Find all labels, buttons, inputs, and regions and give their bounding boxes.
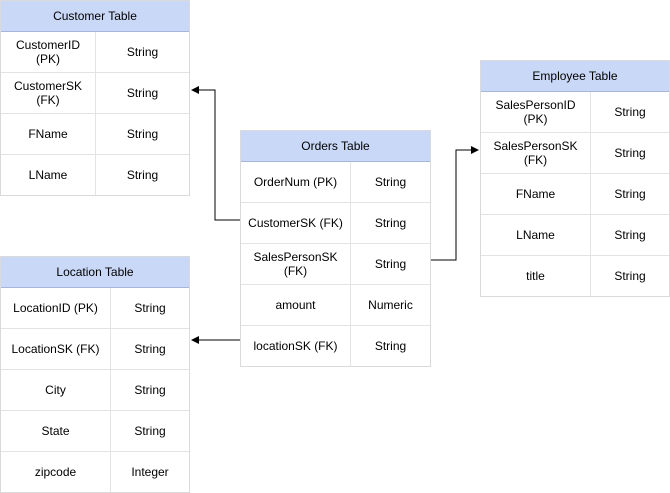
table-row: SalesPersonID (PK) String xyxy=(481,92,669,133)
field-type: String xyxy=(126,127,159,141)
table-row: amount Numeric xyxy=(241,285,430,326)
field-type: String xyxy=(614,146,646,160)
table-row: CustomerSK (FK) String xyxy=(1,73,189,114)
field-name: SalesPersonSK (FK) xyxy=(481,133,591,173)
field-type: String xyxy=(374,175,407,189)
field-type: String xyxy=(126,168,159,182)
field-type: String xyxy=(126,45,159,59)
table-row: LocationSK (FK) String xyxy=(1,329,189,370)
orders-table: Orders Table OrderNum (PK) String Custom… xyxy=(240,130,431,367)
field-name: FName xyxy=(1,114,96,154)
table-row: zipcode Integer xyxy=(1,452,189,492)
field-type: Numeric xyxy=(368,298,413,312)
field-name: FName xyxy=(481,174,591,214)
field-name: zipcode xyxy=(1,452,111,492)
field-name: LocationSK (FK) xyxy=(1,329,111,369)
field-type: String xyxy=(614,187,646,201)
field-type: String xyxy=(614,228,646,242)
location-table: Location Table LocationID (PK) String Lo… xyxy=(0,256,190,493)
connector-orders-to-customer xyxy=(191,86,240,221)
table-row: LName String xyxy=(1,155,189,195)
field-name: SalesPersonSK (FK) xyxy=(241,244,351,284)
field-name: LName xyxy=(1,155,96,195)
table-row: FName String xyxy=(481,174,669,215)
table-row: title String xyxy=(481,256,669,296)
field-name: CustomerID (PK) xyxy=(1,32,96,72)
table-row: LocationID (PK) String xyxy=(1,288,189,329)
field-type: String xyxy=(614,105,646,119)
location-table-title: Location Table xyxy=(1,257,189,288)
field-type: String xyxy=(374,339,407,353)
field-type: String xyxy=(134,424,166,438)
table-row: State String xyxy=(1,411,189,452)
field-name: amount xyxy=(241,285,351,325)
field-name: locationSK (FK) xyxy=(241,326,351,366)
customer-table-title: Customer Table xyxy=(1,1,189,32)
field-type: String xyxy=(614,269,646,283)
employee-table-title: Employee Table xyxy=(481,61,669,92)
field-type: String xyxy=(374,216,407,230)
table-row: OrderNum (PK) String xyxy=(241,162,430,203)
field-type: String xyxy=(134,342,166,356)
table-row: SalesPersonSK (FK) String xyxy=(241,244,430,285)
field-type: Integer xyxy=(131,465,169,479)
table-row: locationSK (FK) String xyxy=(241,326,430,366)
field-name: City xyxy=(1,370,111,410)
field-name: title xyxy=(481,256,591,296)
table-row: City String xyxy=(1,370,189,411)
field-name: CustomerSK (FK) xyxy=(241,203,351,243)
field-type: String xyxy=(134,301,166,315)
field-name: LName xyxy=(481,215,591,255)
field-name: SalesPersonID (PK) xyxy=(481,92,591,132)
field-type: String xyxy=(126,86,159,100)
table-row: FName String xyxy=(1,114,189,155)
table-row: LName String xyxy=(481,215,669,256)
table-row: CustomerSK (FK) String xyxy=(241,203,430,244)
employee-table: Employee Table SalesPersonID (PK) String… xyxy=(480,60,670,297)
orders-table-title: Orders Table xyxy=(241,131,430,162)
field-type: String xyxy=(134,383,166,397)
field-name: CustomerSK (FK) xyxy=(1,73,96,113)
field-name: LocationID (PK) xyxy=(1,288,111,328)
field-name: OrderNum (PK) xyxy=(241,162,351,202)
field-name: State xyxy=(1,411,111,451)
customer-table: Customer Table CustomerID (PK) String Cu… xyxy=(0,0,190,196)
table-row: CustomerID (PK) String xyxy=(1,32,189,73)
connector-orders-to-employee xyxy=(431,146,479,261)
field-type: String xyxy=(374,257,407,271)
table-row: SalesPersonSK (FK) String xyxy=(481,133,669,174)
